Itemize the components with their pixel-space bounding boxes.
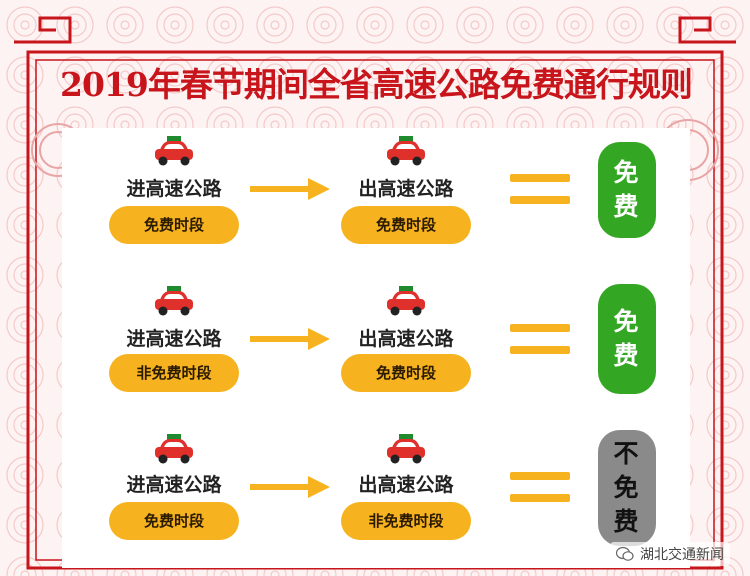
car-icon [387,286,425,316]
enter-label: 进高速公路 [126,474,222,496]
car-icon [155,136,193,166]
result-text: 免费 [613,158,641,221]
wechat-icon [616,546,634,561]
enter-period-pill: 非免费时段 [109,354,239,392]
equals-icon [510,170,570,210]
arrow-right-icon [250,328,330,350]
enter-period-pill: 免费时段 [109,502,239,540]
watermark-text: 湖北交通新闻 [640,547,724,563]
source-watermark: 湖北交通新闻 [610,542,730,566]
result-text: 不免费 [613,439,641,536]
enter-label: 进高速公路 [126,178,222,200]
enter-label: 进高速公路 [126,328,222,350]
car-icon [155,434,193,464]
exit-period-pill: 免费时段 [341,354,471,392]
car-icon [387,136,425,166]
exit-label: 出高速公路 [358,474,454,496]
exit-label: 出高速公路 [358,178,454,200]
exit-period-pill: 免费时段 [341,206,471,244]
exit-label: 出高速公路 [358,328,454,350]
car-icon [387,434,425,464]
equals-icon [510,320,570,360]
arrow-right-icon [250,178,330,200]
equals-icon [510,468,570,508]
result-text: 免费 [613,307,641,370]
rules-panel: 进高速公路 免费时段 出高速公路 免费时段 免费 [62,128,690,568]
enter-period-pill: 免费时段 [109,206,239,244]
result-badge-free: 免费 [598,142,656,238]
result-badge-not-free: 不免费 [598,430,656,546]
exit-period-pill: 非免费时段 [341,502,471,540]
page-title: 2019年春节期间全省高速公路免费通行规则 [60,65,693,104]
arrow-right-icon [250,476,330,498]
car-icon [155,286,193,316]
result-badge-free: 免费 [598,284,656,394]
